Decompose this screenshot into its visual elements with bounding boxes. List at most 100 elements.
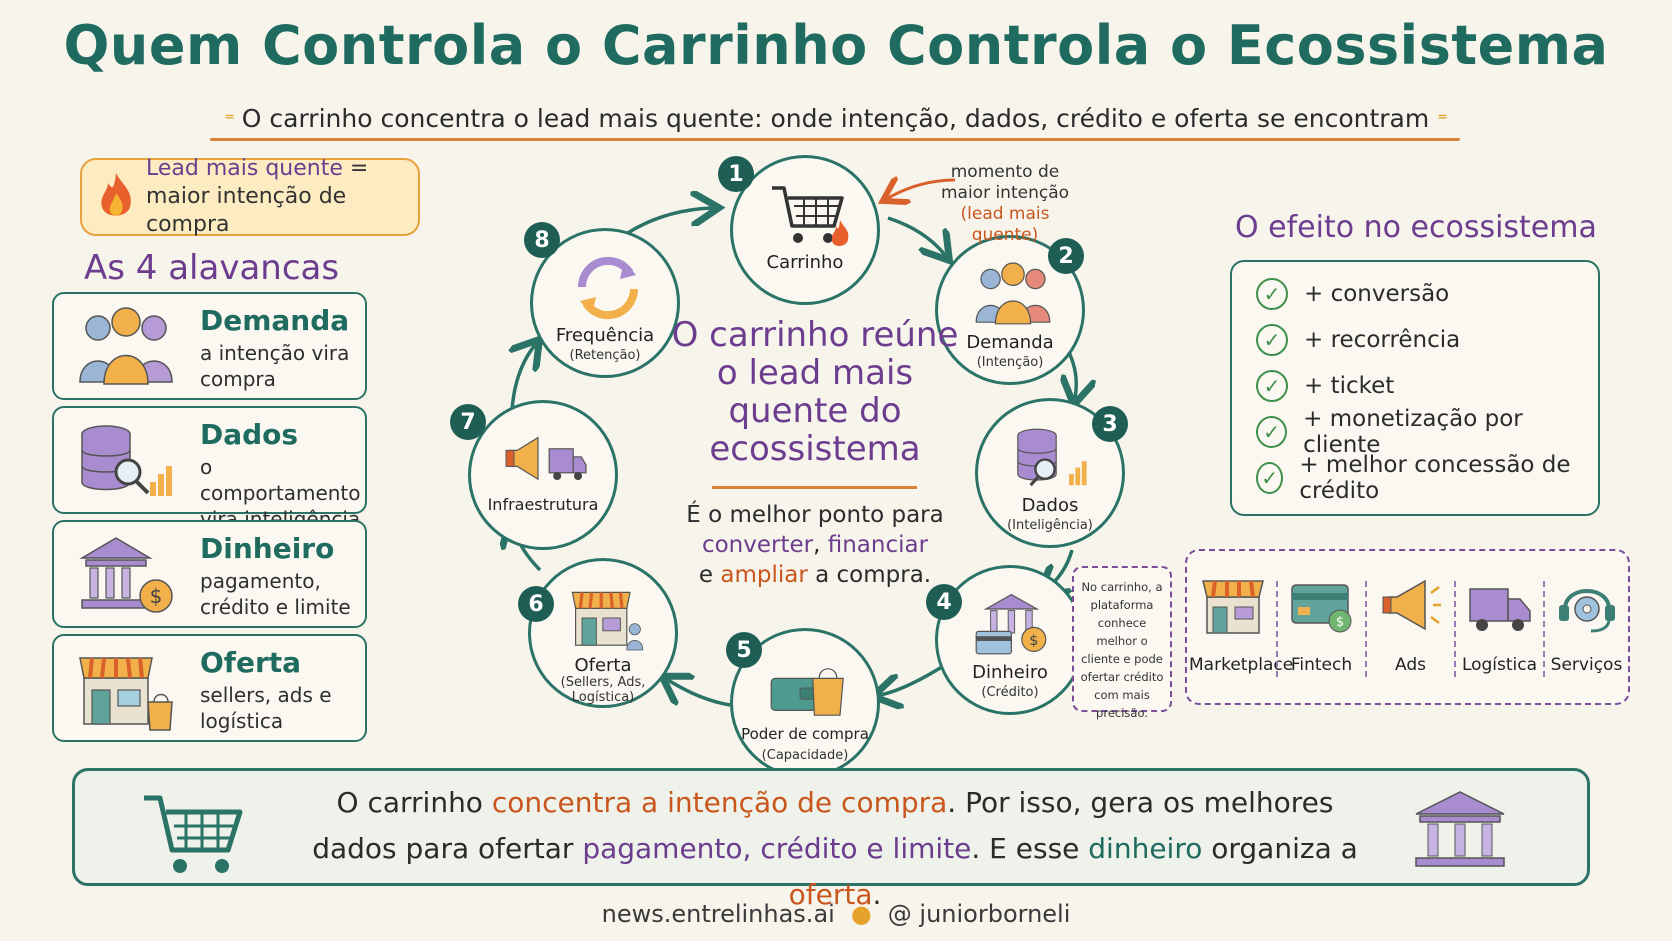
node-number-1: 1 — [718, 156, 754, 192]
lead-callout-highlight: Lead mais quente — [146, 156, 343, 181]
svg-text:$: $ — [1029, 633, 1038, 649]
ecosystem-label: Fintech — [1290, 655, 1353, 675]
moment-note: momento de maior intenção (lead mais que… — [935, 162, 1075, 246]
center-a-compra: a compra. — [807, 562, 932, 588]
cycle-node-frequencia: Frequência (Retenção) — [530, 228, 680, 378]
footer: news.entrelinhas.ai ● @ juniorborneli — [0, 900, 1672, 928]
ecosystem-item-servicos: Serviços — [1543, 551, 1630, 707]
banner-part: . E esse — [971, 832, 1089, 865]
cart-icon — [144, 795, 243, 873]
page-subtitle: ⁼ O carrinho concentra o lead mais quent… — [0, 104, 1672, 133]
node-number-6: 6 — [518, 586, 554, 622]
effect-item-text: + monetização por cliente — [1303, 406, 1523, 458]
center-title: O carrinho reúne o lead mais quente do e… — [671, 315, 959, 469]
node-label: Dinheiro — [972, 662, 1048, 683]
effect-box: ✓ + conversão ✓ + recorrência ✓ + ticket… — [1230, 260, 1600, 516]
center-converter: converter — [701, 532, 814, 558]
center-financiar: financiar — [827, 532, 929, 558]
effect-item-text: + conversão — [1304, 281, 1450, 307]
banner-highlight-offer: oferta — [788, 878, 873, 911]
lead-callout-line2: maior intenção de compra — [146, 184, 347, 237]
footer-site-link[interactable]: news.entrelinhas.ai — [601, 900, 835, 928]
page-title: Quem Controla o Carrinho Controla o Ecos… — [63, 14, 1609, 77]
cart-icon — [772, 186, 849, 246]
ecosystem-label: Marketplace — [1189, 655, 1294, 675]
megaphone-icon — [505, 436, 587, 481]
lever-name: Dados — [200, 418, 299, 451]
ecosystem-label: Logística — [1461, 655, 1538, 675]
ecosystem-item-logistica: Logística — [1456, 551, 1543, 707]
gear-headset-icon — [1559, 589, 1615, 633]
lead-callout: Lead mais quente = maior intenção de com… — [80, 155, 420, 239]
lever-name: Dinheiro — [200, 532, 335, 565]
lever-card-demanda: Demanda a intenção vira compra — [52, 292, 367, 400]
check-icon: ✓ — [1256, 370, 1288, 402]
center-body-line1: É o melhor ponto para — [686, 502, 944, 528]
effect-item: ✓ + conversão — [1256, 274, 1449, 314]
effect-item-text: + ticket — [1304, 373, 1395, 399]
people-icon — [975, 262, 1051, 325]
center-body: É o melhor ponto para converter, financi… — [665, 500, 965, 590]
refresh-icon — [577, 256, 639, 320]
banner-highlight-intention: concentra a intenção de compra — [491, 786, 948, 819]
banner-part: . Por isso, gera os melhores dados para — [312, 786, 1334, 865]
ecosystem-divider — [1454, 581, 1456, 677]
ecosystem-item-ads: Ads — [1367, 551, 1454, 707]
svg-text:$: $ — [1336, 615, 1344, 630]
ecosystem-label: Serviços — [1550, 655, 1623, 675]
cycle-node-dinheiro: $ Dinheiro (Crédito) — [935, 565, 1085, 715]
node-number-3: 3 — [1092, 406, 1128, 442]
check-icon: ✓ — [1256, 416, 1288, 448]
lever-desc: a intenção vira compra — [200, 341, 350, 391]
svg-text:$: $ — [150, 584, 163, 608]
node-sub: (Retenção) — [569, 348, 641, 363]
footer-dot: ● — [850, 900, 872, 928]
ecosystem-divider — [1365, 581, 1367, 677]
footer-handle-link[interactable]: @ juniorborneli — [887, 900, 1071, 928]
lever-desc: sellers, ads e logística — [200, 683, 332, 733]
subtitle-underline — [210, 138, 1460, 141]
bank-icon — [1415, 791, 1505, 867]
node-label: Demanda — [966, 332, 1054, 353]
wallet-icon — [770, 668, 844, 716]
banner-part: O carrinho — [336, 786, 492, 819]
banner-highlight-payment: pagamento, crédito e limite — [582, 832, 972, 865]
levers-heading: As 4 alavancas — [84, 248, 340, 288]
node-number-5: 5 — [726, 632, 762, 668]
ecosystem-divider — [1543, 581, 1545, 677]
lever-name: Oferta — [200, 646, 302, 679]
lever-desc: pagamento, crédito e limite — [200, 569, 351, 619]
node-sub: (Crédito) — [981, 685, 1039, 700]
bank-icon: $ — [79, 537, 173, 613]
side-note: No carrinho, a plataforma conhece melhor… — [1072, 566, 1172, 720]
effect-item-text: + recorrência — [1304, 327, 1461, 353]
check-icon: ✓ — [1256, 278, 1288, 310]
megaphone-icon — [1382, 579, 1441, 631]
ecosystem-item-fintech: $ Fintech — [1278, 551, 1365, 707]
node-sub: (Inteligência) — [1007, 518, 1093, 533]
card-icon: $ — [1291, 584, 1352, 633]
node-label: Carrinho — [766, 252, 844, 273]
check-icon: ✓ — [1256, 462, 1284, 494]
ecosystem-divider — [1276, 581, 1278, 677]
ecosystem-label: Ads — [1395, 655, 1426, 675]
lead-callout-equals: = — [342, 156, 369, 181]
storefront-icon — [571, 591, 644, 651]
center-ampliar: ampliar — [720, 562, 808, 588]
cycle-node-dados: Dados (Inteligência) — [975, 398, 1125, 548]
storefront-icon — [79, 657, 173, 731]
ecosystem-item-marketplace: Marketplace — [1189, 551, 1294, 707]
cycle-node-oferta: Oferta (Sellers, Ads, Logística) — [528, 558, 678, 708]
moment-note-hot: (lead mais quente) — [960, 204, 1050, 245]
effect-item: ✓ + monetização por cliente — [1256, 406, 1598, 458]
lead-callout-text: Lead mais quente = maior intenção de com… — [146, 155, 418, 239]
cycle-node-carrinho: Carrinho — [730, 155, 880, 305]
center-comma: , — [813, 532, 828, 558]
moment-note-line2: maior intenção — [940, 183, 1070, 203]
check-icon: ✓ — [1256, 324, 1288, 356]
node-number-4: 4 — [926, 584, 962, 620]
flame-icon — [101, 173, 131, 216]
effect-item: ✓ + melhor concessão de crédito — [1256, 452, 1598, 504]
banner-part: organiza a — [1202, 832, 1358, 865]
node-sub: (Intenção) — [976, 355, 1044, 370]
